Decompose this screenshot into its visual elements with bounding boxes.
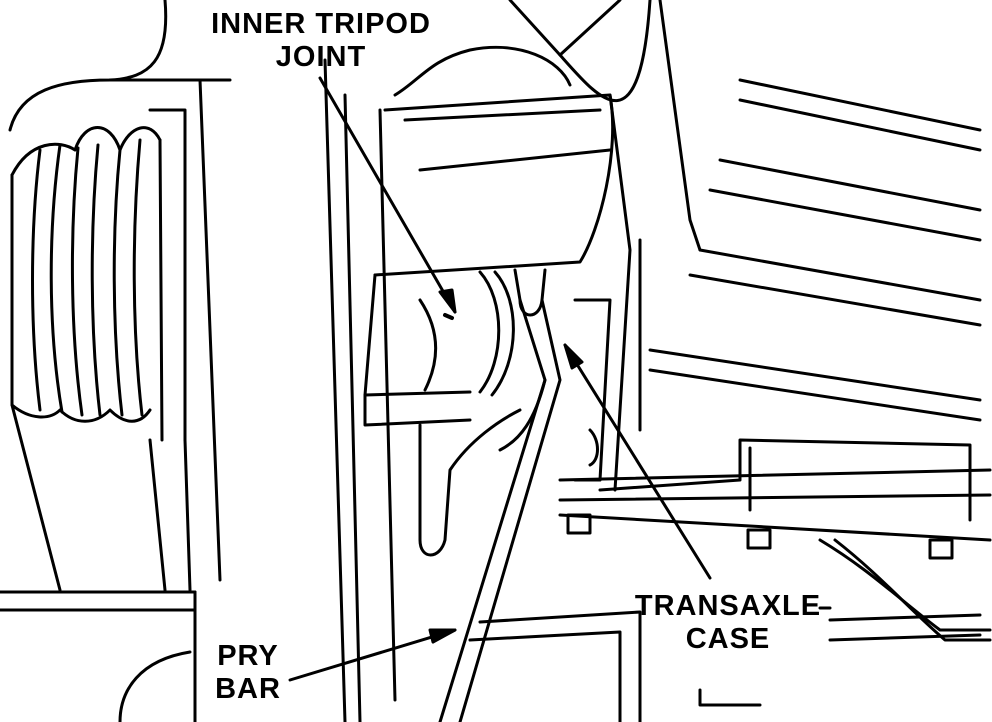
pry-bar-label: PRY BAR [208, 640, 288, 706]
tripod-housing [363, 45, 615, 557]
transaxle-housing [508, 0, 982, 492]
arrow-tripod-joint [318, 76, 457, 314]
arrowhead-tripod-joint [438, 288, 457, 314]
pry-bar-label-line2: BAR [215, 673, 281, 705]
arrow-transaxle-case [563, 343, 712, 580]
arrow-pry-bar [288, 628, 457, 682]
axle-shaft [323, 58, 397, 722]
inner-tripod-joint-label: INNER TRIPOD JOINT [196, 8, 446, 74]
arrowhead-transaxle-case [563, 343, 584, 370]
leader-lines [288, 76, 832, 682]
lower-frame [0, 438, 197, 722]
lower-rails [468, 610, 982, 722]
pry-bar [438, 268, 562, 722]
arrowhead-pry-bar [428, 628, 457, 644]
cv-boot [8, 0, 232, 592]
transaxle-case-label-line1: TRANSAXLE [634, 590, 822, 622]
transaxle-case-label: TRANSAXLE CASE [628, 590, 828, 656]
inner-tripod-joint-label-line2: JOINT [275, 41, 367, 73]
pry-bar-label-line1: PRY [217, 640, 279, 672]
inner-tripod-joint-label-line1: INNER TRIPOD [211, 8, 431, 40]
transaxle-case-label-line2: CASE [685, 623, 771, 655]
